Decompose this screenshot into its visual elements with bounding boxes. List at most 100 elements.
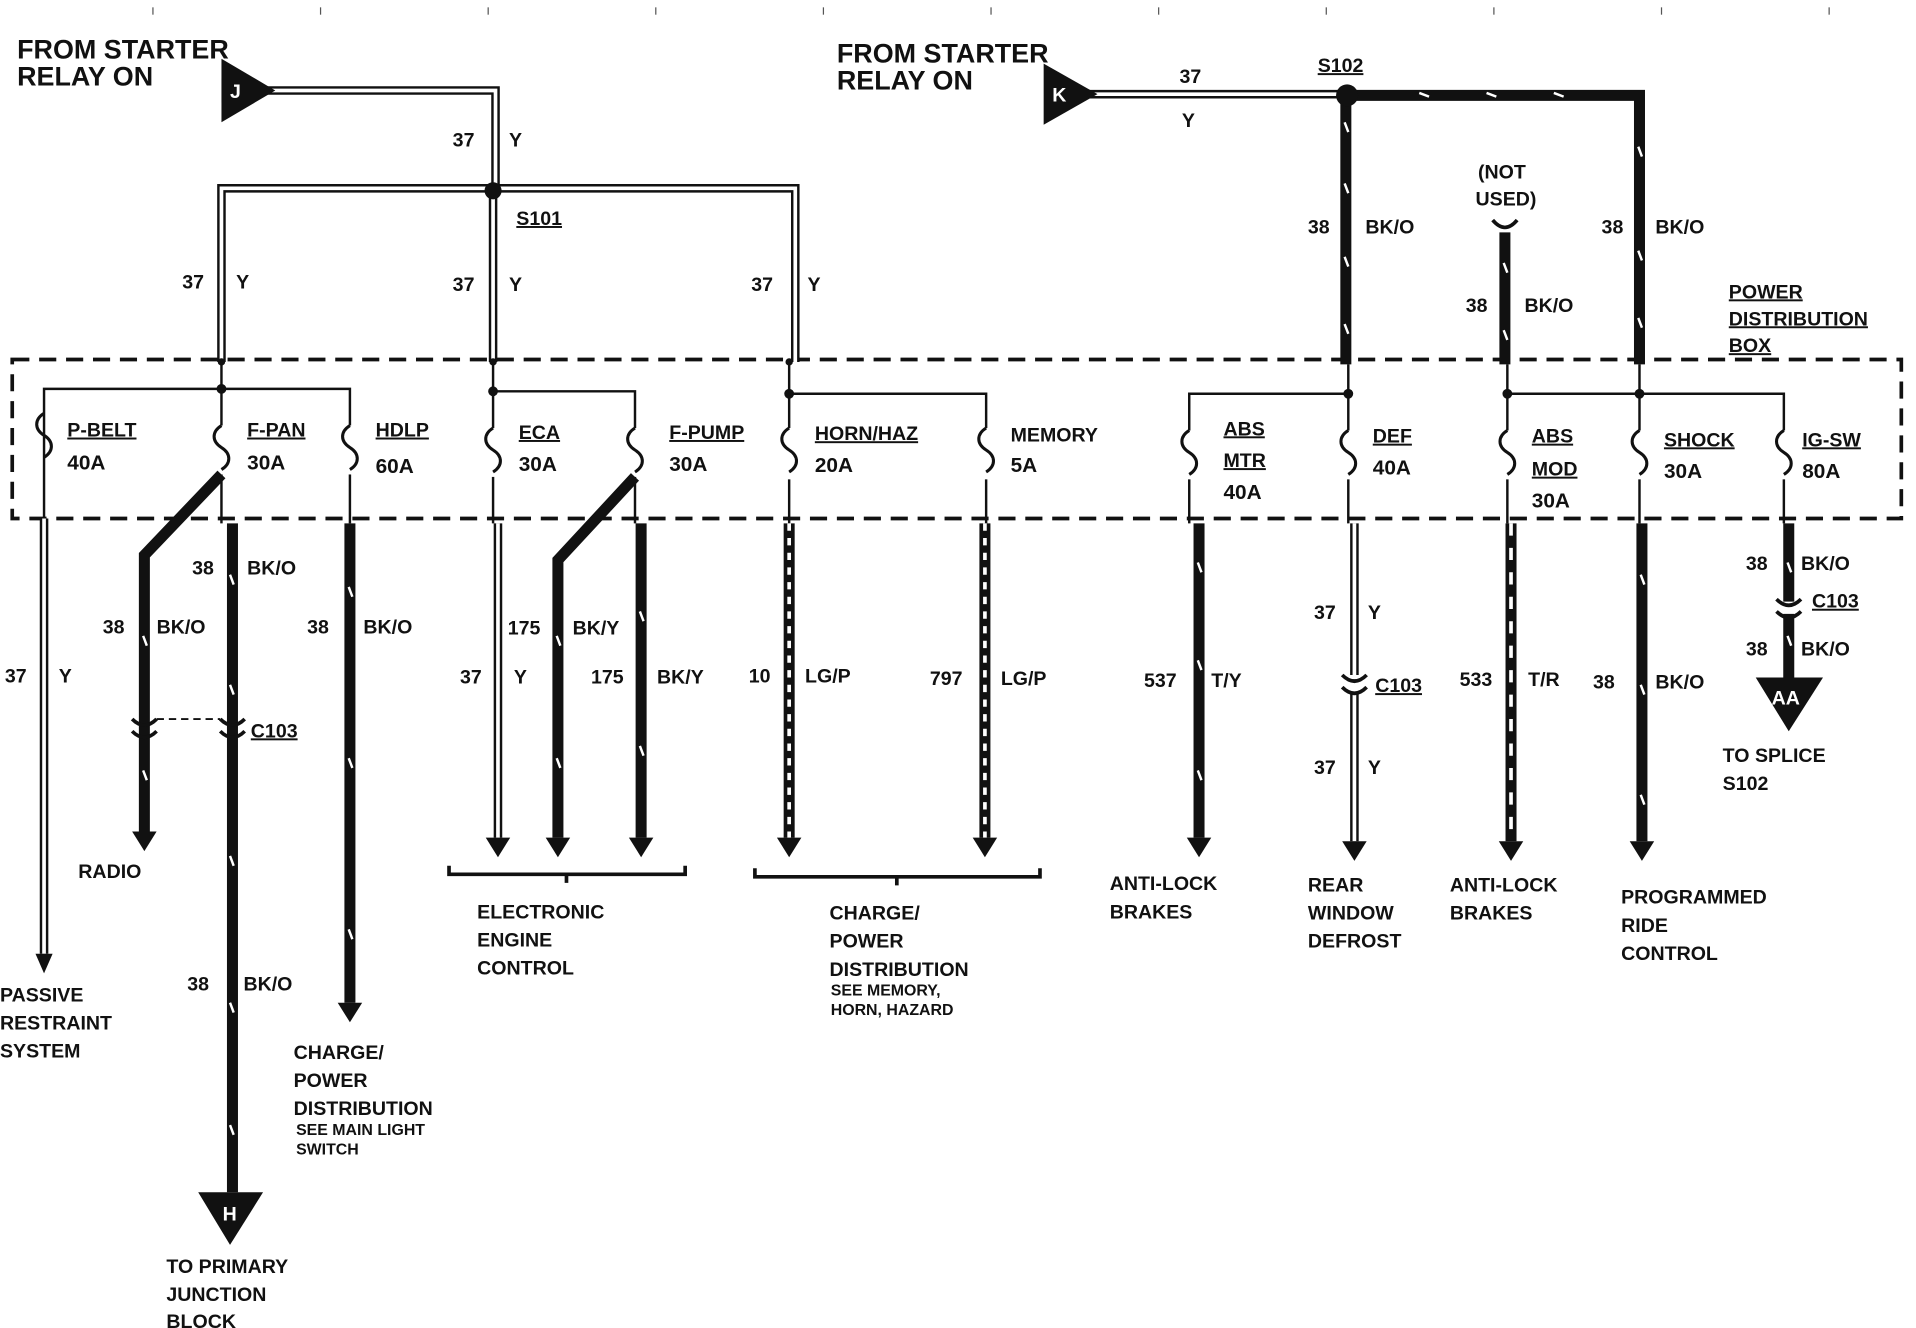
wire-label: 38 [187, 974, 209, 996]
wire-color: Y [514, 667, 527, 689]
wire-label: 38 [1593, 671, 1615, 693]
fuse-memory-icon [977, 426, 995, 474]
power-distribution-box [10, 357, 1904, 521]
fuse-shock-icon [1630, 429, 1649, 476]
connector-j-icon [221, 58, 276, 123]
fuse-fpump-name: F-PUMP [669, 422, 744, 444]
wire-color: BK/O [363, 616, 412, 638]
dest-eec-2: ENGINE [477, 929, 552, 951]
dest-eec-3: CONTROL [477, 958, 574, 980]
wire-color: BK/O [1655, 671, 1704, 693]
junction-dots [216, 358, 1645, 399]
wire-label: 37 [1314, 757, 1336, 779]
wire-label: 38 [1308, 217, 1330, 239]
not-used-line1: (NOT [1478, 162, 1526, 184]
fuse-pbelt-name: P-BELT [67, 420, 136, 442]
fuse-pbelt-icon [35, 412, 53, 459]
c103-label: C103 [251, 720, 298, 742]
dest-charge2-note-1: SEE MEMORY, [831, 982, 941, 999]
wire-color: Y [59, 665, 72, 687]
c103-label: C103 [1375, 675, 1422, 697]
source-j-line2: RELAY ON [17, 62, 153, 92]
fuse-absmtr-rating: 40A [1223, 481, 1261, 504]
wire-label: 38 [192, 558, 214, 580]
box-label-line1: POWER [1729, 281, 1803, 303]
dest-abs2-2: BRAKES [1450, 903, 1533, 925]
connector-aa-icon [1755, 677, 1824, 732]
fuse-fpan-name: F-PAN [247, 420, 305, 442]
fuse-shock-name: SHOCK [1664, 429, 1735, 451]
fuse-igsw-name: IG-SW [1802, 429, 1861, 451]
dest-defrost-3: DEFROST [1308, 931, 1402, 953]
dest-charge1-1: CHARGE/ [294, 1042, 385, 1064]
fuse-hdlp-icon [341, 424, 359, 471]
dest-defrost-2: WINDOW [1308, 903, 1394, 925]
c103-connector-marks [130, 597, 1803, 740]
dest-primary-1: TO PRIMARY [166, 1256, 288, 1278]
fuse-eca-name: ECA [519, 422, 560, 444]
connector-aa-label: AA [1772, 687, 1800, 709]
wire-color: T/R [1528, 669, 1560, 691]
fuse-absmod-rating: 30A [1532, 489, 1570, 512]
wire-color: BK/O [247, 558, 296, 580]
wire-label: 37 [1314, 602, 1336, 624]
wire-color: BK/O [1801, 553, 1850, 575]
wire-color: BK/O [1365, 217, 1414, 239]
wire-color: BK/Y [573, 618, 620, 640]
wire-label: 533 [1460, 669, 1493, 691]
arrow-heads [35, 831, 1655, 1023]
wire-label: 37 [453, 274, 475, 296]
wire-color: Y [1368, 757, 1381, 779]
top-ticks [152, 7, 1830, 15]
connector-k-label: K [1052, 85, 1066, 107]
dest-defrost-1: REAR [1308, 874, 1363, 896]
wire-label: 38 [103, 616, 125, 638]
box-label-line3: BOX [1729, 335, 1771, 357]
dest-charge2-1: CHARGE/ [830, 903, 921, 925]
dest-prc-2: RIDE [1621, 915, 1668, 937]
source-k-line1: FROM STARTER [837, 38, 1049, 68]
fuse-absmtr-name-2: MTR [1223, 450, 1265, 472]
dest-passive-2: RESTRAINT [0, 1013, 112, 1035]
wire-label: 37 [453, 130, 475, 152]
wire-label: 38 [1746, 553, 1768, 575]
fuse-absmtr-name-1: ABS [1223, 418, 1264, 440]
dest-splice-1: TO SPLICE [1723, 745, 1826, 767]
fuse-eca-icon [484, 426, 502, 474]
dest-prc-3: CONTROL [1621, 943, 1718, 965]
wire-label: 37 [751, 274, 773, 296]
wire-label: 37 [5, 665, 27, 687]
wire-color: Y [509, 274, 522, 296]
wire-color: Y [1368, 602, 1381, 624]
dest-passive-1: PASSIVE [0, 985, 83, 1007]
wire-label: 10 [749, 665, 771, 687]
dest-primary-3: BLOCK [166, 1311, 236, 1328]
fuse-def-icon [1339, 429, 1358, 476]
splice-s102-dot [1336, 84, 1359, 107]
dest-eec-1: ELECTRONIC [477, 901, 604, 923]
wire-label: 37 [1179, 66, 1201, 88]
fuse-eca-rating: 30A [519, 453, 557, 476]
fuse-pbelt-rating: 40A [67, 452, 105, 475]
fuse-igsw-rating: 80A [1802, 460, 1840, 483]
fuse-memory-rating: 5A [1011, 454, 1038, 477]
fuse-absmod-name-1: ABS [1532, 426, 1573, 448]
fuse-absmtr-icon [1180, 429, 1199, 476]
fuse-hornhaz-rating: 20A [815, 454, 853, 477]
fuse-def-name: DEF [1373, 426, 1412, 448]
dest-passive-3: SYSTEM [0, 1041, 80, 1063]
box-label-line2: DISTRIBUTION [1729, 308, 1868, 330]
wire-label: 37 [460, 667, 482, 689]
wire-label: 38 [1466, 295, 1488, 317]
wire-color: BK/O [1655, 217, 1704, 239]
dest-radio: RADIO [78, 861, 141, 883]
wire-color: LG/P [805, 665, 851, 687]
wire-label: 175 [508, 618, 541, 640]
wire-color: T/Y [1211, 670, 1241, 692]
source-k-line2: RELAY ON [837, 65, 973, 95]
wire-stripes [142, 91, 1793, 1136]
wire-label: 537 [1144, 670, 1177, 692]
fuse-fpan-icon [212, 424, 231, 471]
wire-color: Y [509, 130, 522, 152]
